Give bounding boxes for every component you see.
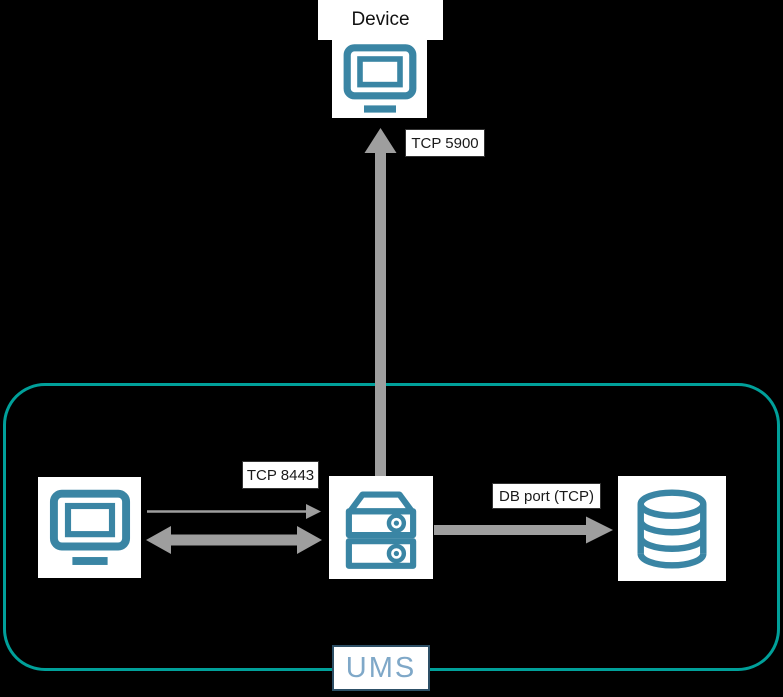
tcp8443-port-label: TCP 8443 xyxy=(242,461,319,489)
server-icon xyxy=(345,490,417,569)
monitor-icon xyxy=(49,489,130,565)
dbport-label-text: DB port (TCP) xyxy=(498,487,594,505)
device-node xyxy=(332,40,427,118)
ums-server-node xyxy=(329,476,433,579)
tcp5900-port-label: TCP 5900 xyxy=(405,129,485,157)
ums-boundary-label: UMS xyxy=(332,645,430,691)
database-icon xyxy=(637,488,707,569)
tcp8443-port-label-text: TCP 8443 xyxy=(246,466,315,484)
arrow-server-to-database xyxy=(434,516,613,544)
tcp5900-port-label-text: TCP 5900 xyxy=(411,134,479,152)
monitor-icon xyxy=(343,44,416,113)
database-node xyxy=(618,476,726,581)
device-label: Device xyxy=(318,0,443,40)
dbport-label: DB port (TCP) xyxy=(492,483,601,509)
device-label-text: Device xyxy=(351,9,410,30)
console-node xyxy=(38,477,141,578)
ums-boundary-label-text: UMS xyxy=(345,651,417,684)
arrow-console-to-server-thin xyxy=(147,504,321,519)
arrow-console-server-bidirectional xyxy=(146,526,322,554)
arrow-server-to-device xyxy=(364,128,397,477)
